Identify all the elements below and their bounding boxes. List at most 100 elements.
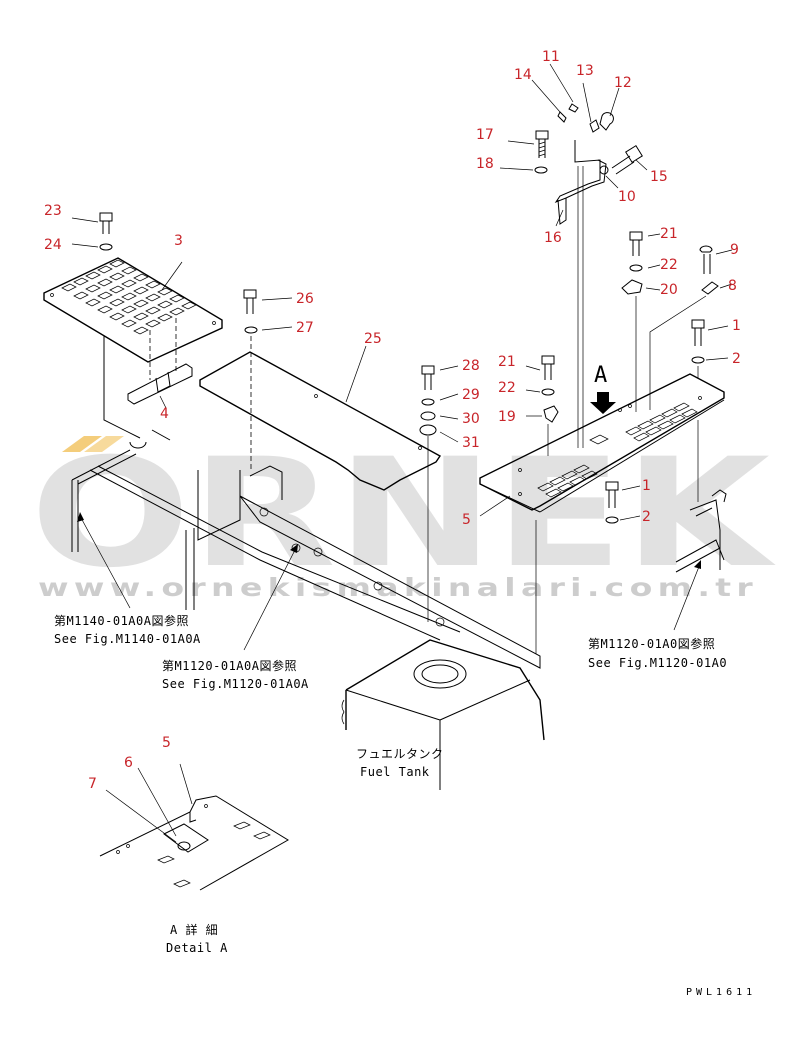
step-grating-assembly	[43, 212, 223, 409]
clip-part-11	[568, 103, 579, 113]
washer-part-22	[629, 264, 643, 272]
bolt-part-1	[605, 481, 619, 491]
washer-part-31	[419, 424, 437, 436]
view-a-arrow	[590, 392, 616, 414]
bolt-part-28	[421, 365, 435, 375]
watermark-logo-mark	[62, 436, 102, 452]
ref-m1140-en: See Fig.M1140-01A0A	[54, 632, 201, 646]
callout-3: 3	[174, 233, 183, 249]
callout-22-mid: 22	[498, 380, 516, 396]
callout-21-top: 21	[660, 226, 678, 242]
callout-26: 26	[296, 291, 314, 307]
fuel-tank-cap	[413, 659, 467, 689]
washer-part-30	[420, 411, 436, 421]
callout-11: 11	[542, 49, 560, 65]
washer-part-24	[99, 243, 113, 251]
ref-m1140-jp: 第M1140-01A0A図参照	[54, 613, 189, 628]
watermark-logo-mark	[84, 436, 124, 452]
ref-m1120a-jp: 第M1120-01A0A図参照	[162, 658, 297, 673]
callout-24: 24	[44, 237, 62, 253]
detail-fastener-part-7	[177, 841, 191, 851]
callout-7: 7	[88, 776, 97, 792]
leader-4	[159, 395, 167, 409]
hinge-leaders	[499, 63, 648, 227]
callout-14: 14	[514, 67, 532, 83]
clip-part-19	[543, 405, 559, 423]
callout-31: 31	[462, 435, 480, 451]
callout-6: 6	[124, 755, 133, 771]
panel-25-assembly	[199, 289, 459, 622]
bolt-head-15	[625, 145, 643, 163]
detail-bracket-part-6	[163, 823, 209, 853]
screw-part-9	[699, 245, 713, 253]
bolt-part-1	[691, 319, 705, 329]
pin-part-13	[589, 119, 600, 133]
leader-3	[161, 261, 183, 291]
watermark-url: www.ornekismakinalari.com.tr	[38, 573, 758, 602]
detail-a-view	[99, 763, 289, 891]
callout-28: 28	[462, 358, 480, 374]
bolt-part-17	[535, 130, 549, 140]
pin-part-14	[557, 111, 567, 123]
callout-16: 16	[544, 230, 562, 246]
hinge-plate-part-16	[557, 198, 567, 225]
callout-1-low: 1	[642, 478, 651, 494]
view-a-label: A	[594, 363, 608, 388]
callout-21-mid: 21	[498, 354, 516, 370]
callout-10: 10	[618, 189, 636, 205]
callout-27: 27	[296, 320, 314, 336]
callout-23: 23	[44, 203, 62, 219]
bracket-part-4	[127, 363, 193, 405]
callout-5-main: 5	[462, 512, 471, 528]
callout-13: 13	[576, 63, 594, 79]
callout-18: 18	[476, 156, 494, 172]
grating-plate-part-3	[43, 257, 223, 363]
callout-2-top: 2	[732, 351, 741, 367]
reference-notes: 第M1140-01A0A図参照 See Fig.M1140-01A0A 第M11…	[54, 613, 756, 998]
watermark-brand: ORNEK	[30, 427, 776, 601]
cover-vent-slots	[518, 396, 702, 498]
fuel-tank-label-en: Fuel Tank	[360, 765, 430, 779]
bolt-part-15	[611, 155, 635, 175]
callout-22-top: 22	[660, 257, 678, 273]
ref-m1120-jp: 第M1120-01A0図参照	[588, 636, 715, 651]
knob-part-12	[599, 112, 614, 131]
leader-5	[479, 495, 511, 517]
callout-17: 17	[476, 127, 494, 143]
watermark: ORNEK www.ornekismakinalari.com.tr	[30, 427, 776, 602]
fuel-tank-label-jp: フュエルタンク	[356, 747, 444, 761]
drawing-code: PWL1611	[686, 987, 756, 998]
bolt-part-23	[99, 212, 113, 222]
callout-9: 9	[730, 242, 739, 258]
detail-a-label-en: Detail A	[166, 941, 228, 955]
washer-part-29	[421, 398, 435, 406]
fuel-tank	[341, 639, 545, 790]
washer-part-2	[605, 516, 619, 524]
bolt-thread	[538, 141, 546, 157]
callout-5-detail: 5	[162, 735, 171, 751]
callout-4: 4	[160, 406, 169, 422]
washer-part-18	[534, 166, 548, 174]
callout-labels: 11 14 13 12 17 18 15 10 16 23 24 3 21 9 …	[44, 49, 741, 792]
bolt-part-21	[541, 355, 555, 365]
callout-20: 20	[660, 282, 678, 298]
hinge-pin-part-10	[599, 165, 609, 175]
main-cover-assembly: A	[479, 231, 733, 524]
callout-2-low: 2	[642, 509, 651, 525]
callout-19: 19	[498, 409, 516, 425]
callout-8: 8	[728, 278, 737, 294]
callout-29: 29	[462, 387, 480, 403]
callout-25: 25	[364, 331, 382, 347]
detail-a-label-jp: A 詳 細	[170, 922, 218, 937]
washer-part-22	[541, 388, 555, 396]
callout-15: 15	[650, 169, 668, 185]
clip-part-20	[621, 279, 643, 295]
washer-part-2	[691, 356, 705, 364]
frame-structure	[71, 336, 727, 669]
leader-25	[345, 345, 367, 403]
callout-1-top: 1	[732, 318, 741, 334]
callout-12: 12	[614, 75, 632, 91]
hinge-assembly	[499, 63, 648, 227]
